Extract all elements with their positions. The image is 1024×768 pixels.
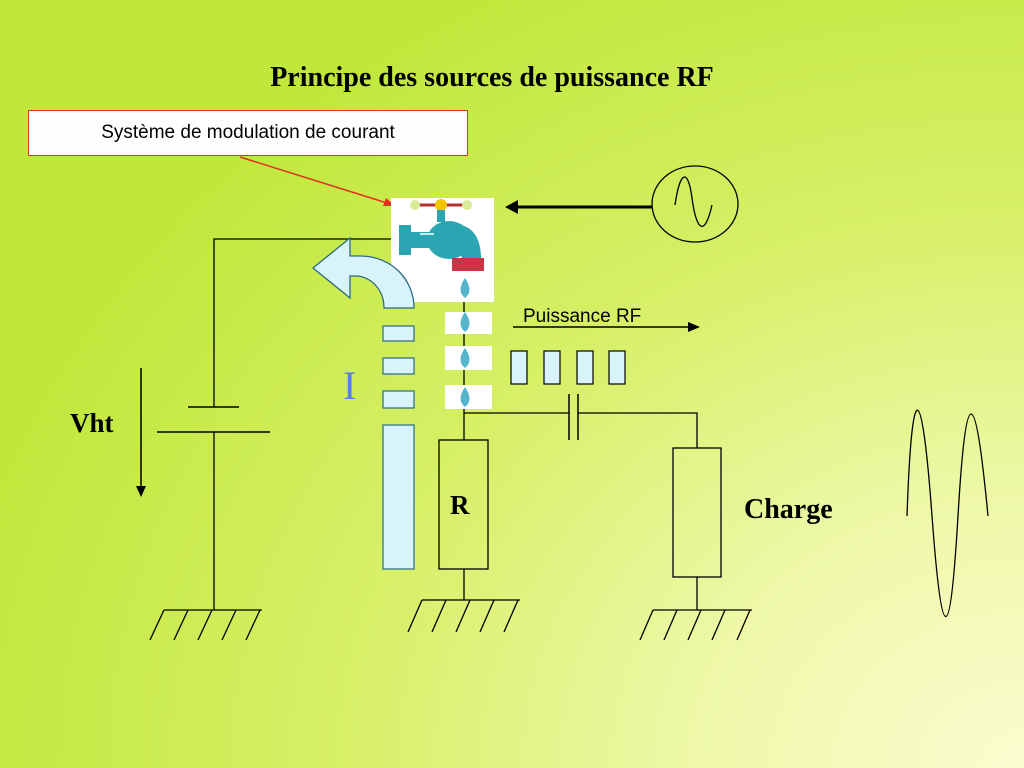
vht-label: Vht [70,408,114,438]
drive-arrow [505,200,652,214]
page-title: Principe des sources de puissance RF [270,62,714,93]
current-label: I [343,363,357,408]
ground-icon [639,609,752,641]
rf-power-arrow [513,322,700,332]
coupling-capacitor [568,394,579,440]
modulation-callout-box: Système de modulation de courant [28,110,468,156]
capacitor-wiring [464,412,698,610]
vht-arrow [136,368,146,497]
water-drop-icon [460,278,470,407]
curved-arrow-icon [311,236,415,309]
beam-blocks [382,325,415,570]
load-charge [672,447,722,578]
resistor-r [438,439,489,570]
modulation-label: Système de modulation de courant [101,122,395,143]
ground-icon [407,599,520,633]
callout-arrow [239,156,395,206]
resistor-label: R [450,490,470,520]
supply-wiring [213,238,392,610]
battery-symbol [157,406,270,433]
sine-source-icon [651,165,739,243]
sine-wave-icon [906,409,989,617]
rf-bunches [510,350,626,385]
ground-icon [149,609,262,641]
rf-power-label: Puissance RF [523,306,642,327]
load-label: Charge [744,494,833,525]
